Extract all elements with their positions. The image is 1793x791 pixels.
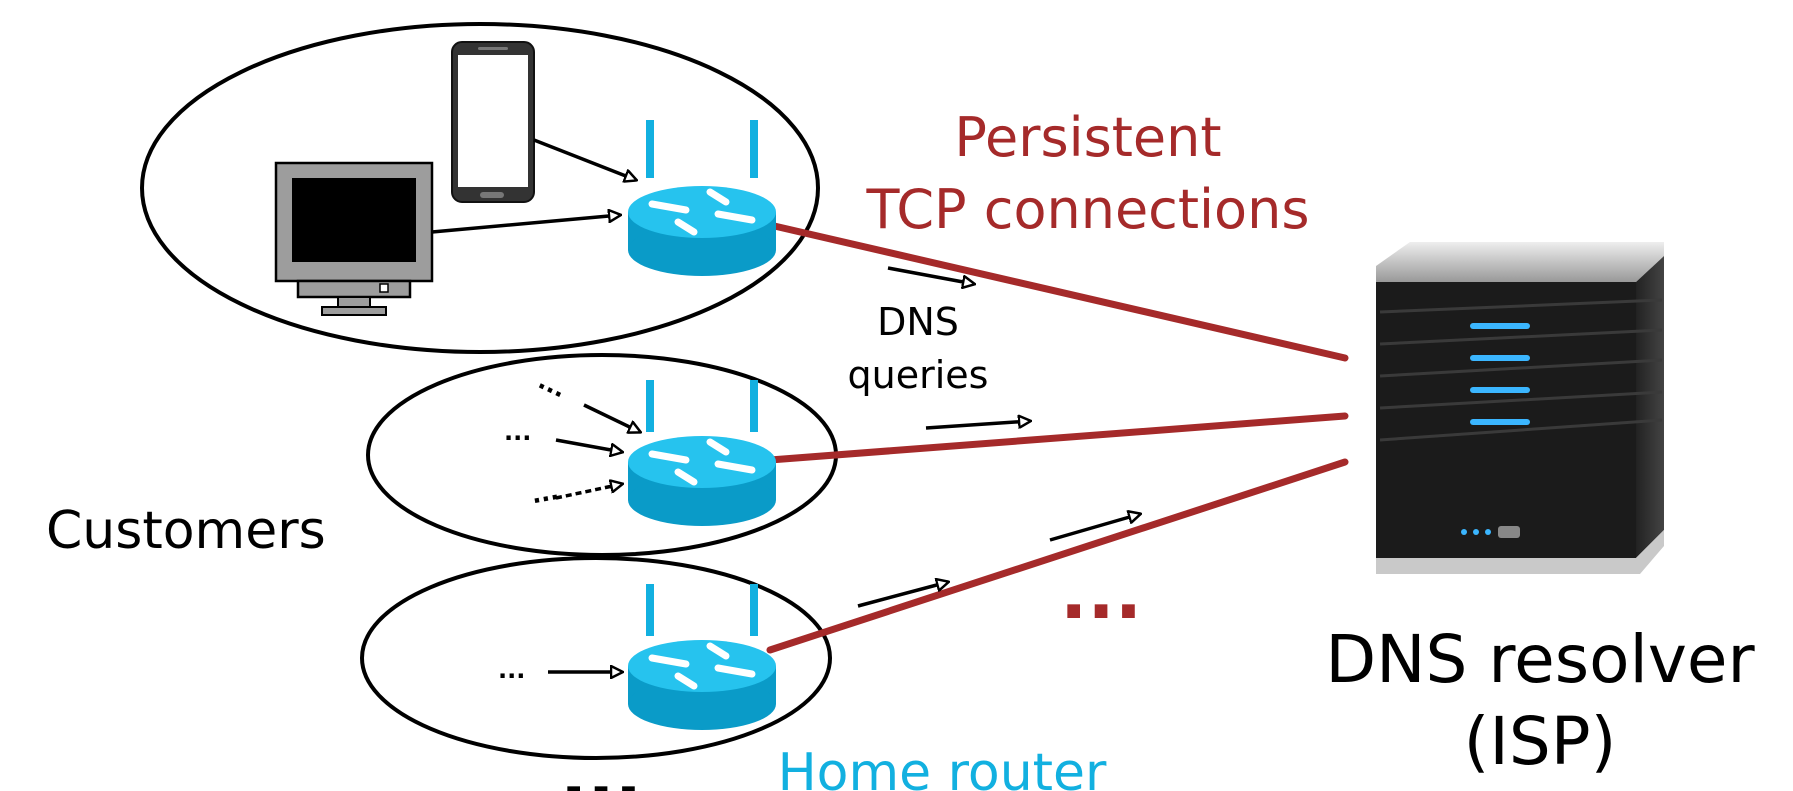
persistent-label-line2: TCP connections bbox=[866, 178, 1310, 241]
customers-label: Customers bbox=[46, 501, 326, 561]
dns-query-arrows bbox=[857, 266, 1140, 608]
tcp-connection-1 bbox=[766, 221, 1349, 362]
tcp-connection-3 bbox=[766, 458, 1349, 654]
small-dots-d: ... bbox=[498, 656, 525, 684]
router-icon bbox=[628, 120, 776, 276]
server-icon bbox=[1376, 242, 1664, 574]
dns-queries-label-line1: DNS bbox=[877, 300, 959, 344]
persistent-label-line1: Persistent bbox=[954, 106, 1221, 169]
smartphone-icon bbox=[451, 41, 535, 203]
tcp-connection-2 bbox=[766, 412, 1349, 464]
small-dots-b: ... bbox=[504, 418, 531, 446]
device-arrows-group-1 bbox=[431, 138, 636, 234]
router-icon bbox=[628, 584, 776, 730]
dns-queries-label-line2: queries bbox=[848, 353, 989, 397]
home-router-label: Home router bbox=[778, 743, 1107, 791]
router-icon bbox=[628, 380, 776, 526]
tcp-connections bbox=[766, 221, 1349, 654]
monitor-icon bbox=[274, 161, 434, 316]
small-dots-c: ... bbox=[529, 477, 561, 509]
ellipsis-black-bottom: ... bbox=[560, 733, 642, 791]
small-dots-a: ... bbox=[534, 366, 571, 403]
device-arrows-group-2 bbox=[555, 403, 640, 500]
customer-group-3 bbox=[360, 556, 832, 760]
dns-resolver-label-line2: (ISP) bbox=[1464, 703, 1617, 780]
dns-resolver-label-line1: DNS resolver bbox=[1325, 621, 1755, 698]
ellipsis-red: ... bbox=[1060, 551, 1142, 635]
customer-group-1 bbox=[140, 22, 820, 354]
